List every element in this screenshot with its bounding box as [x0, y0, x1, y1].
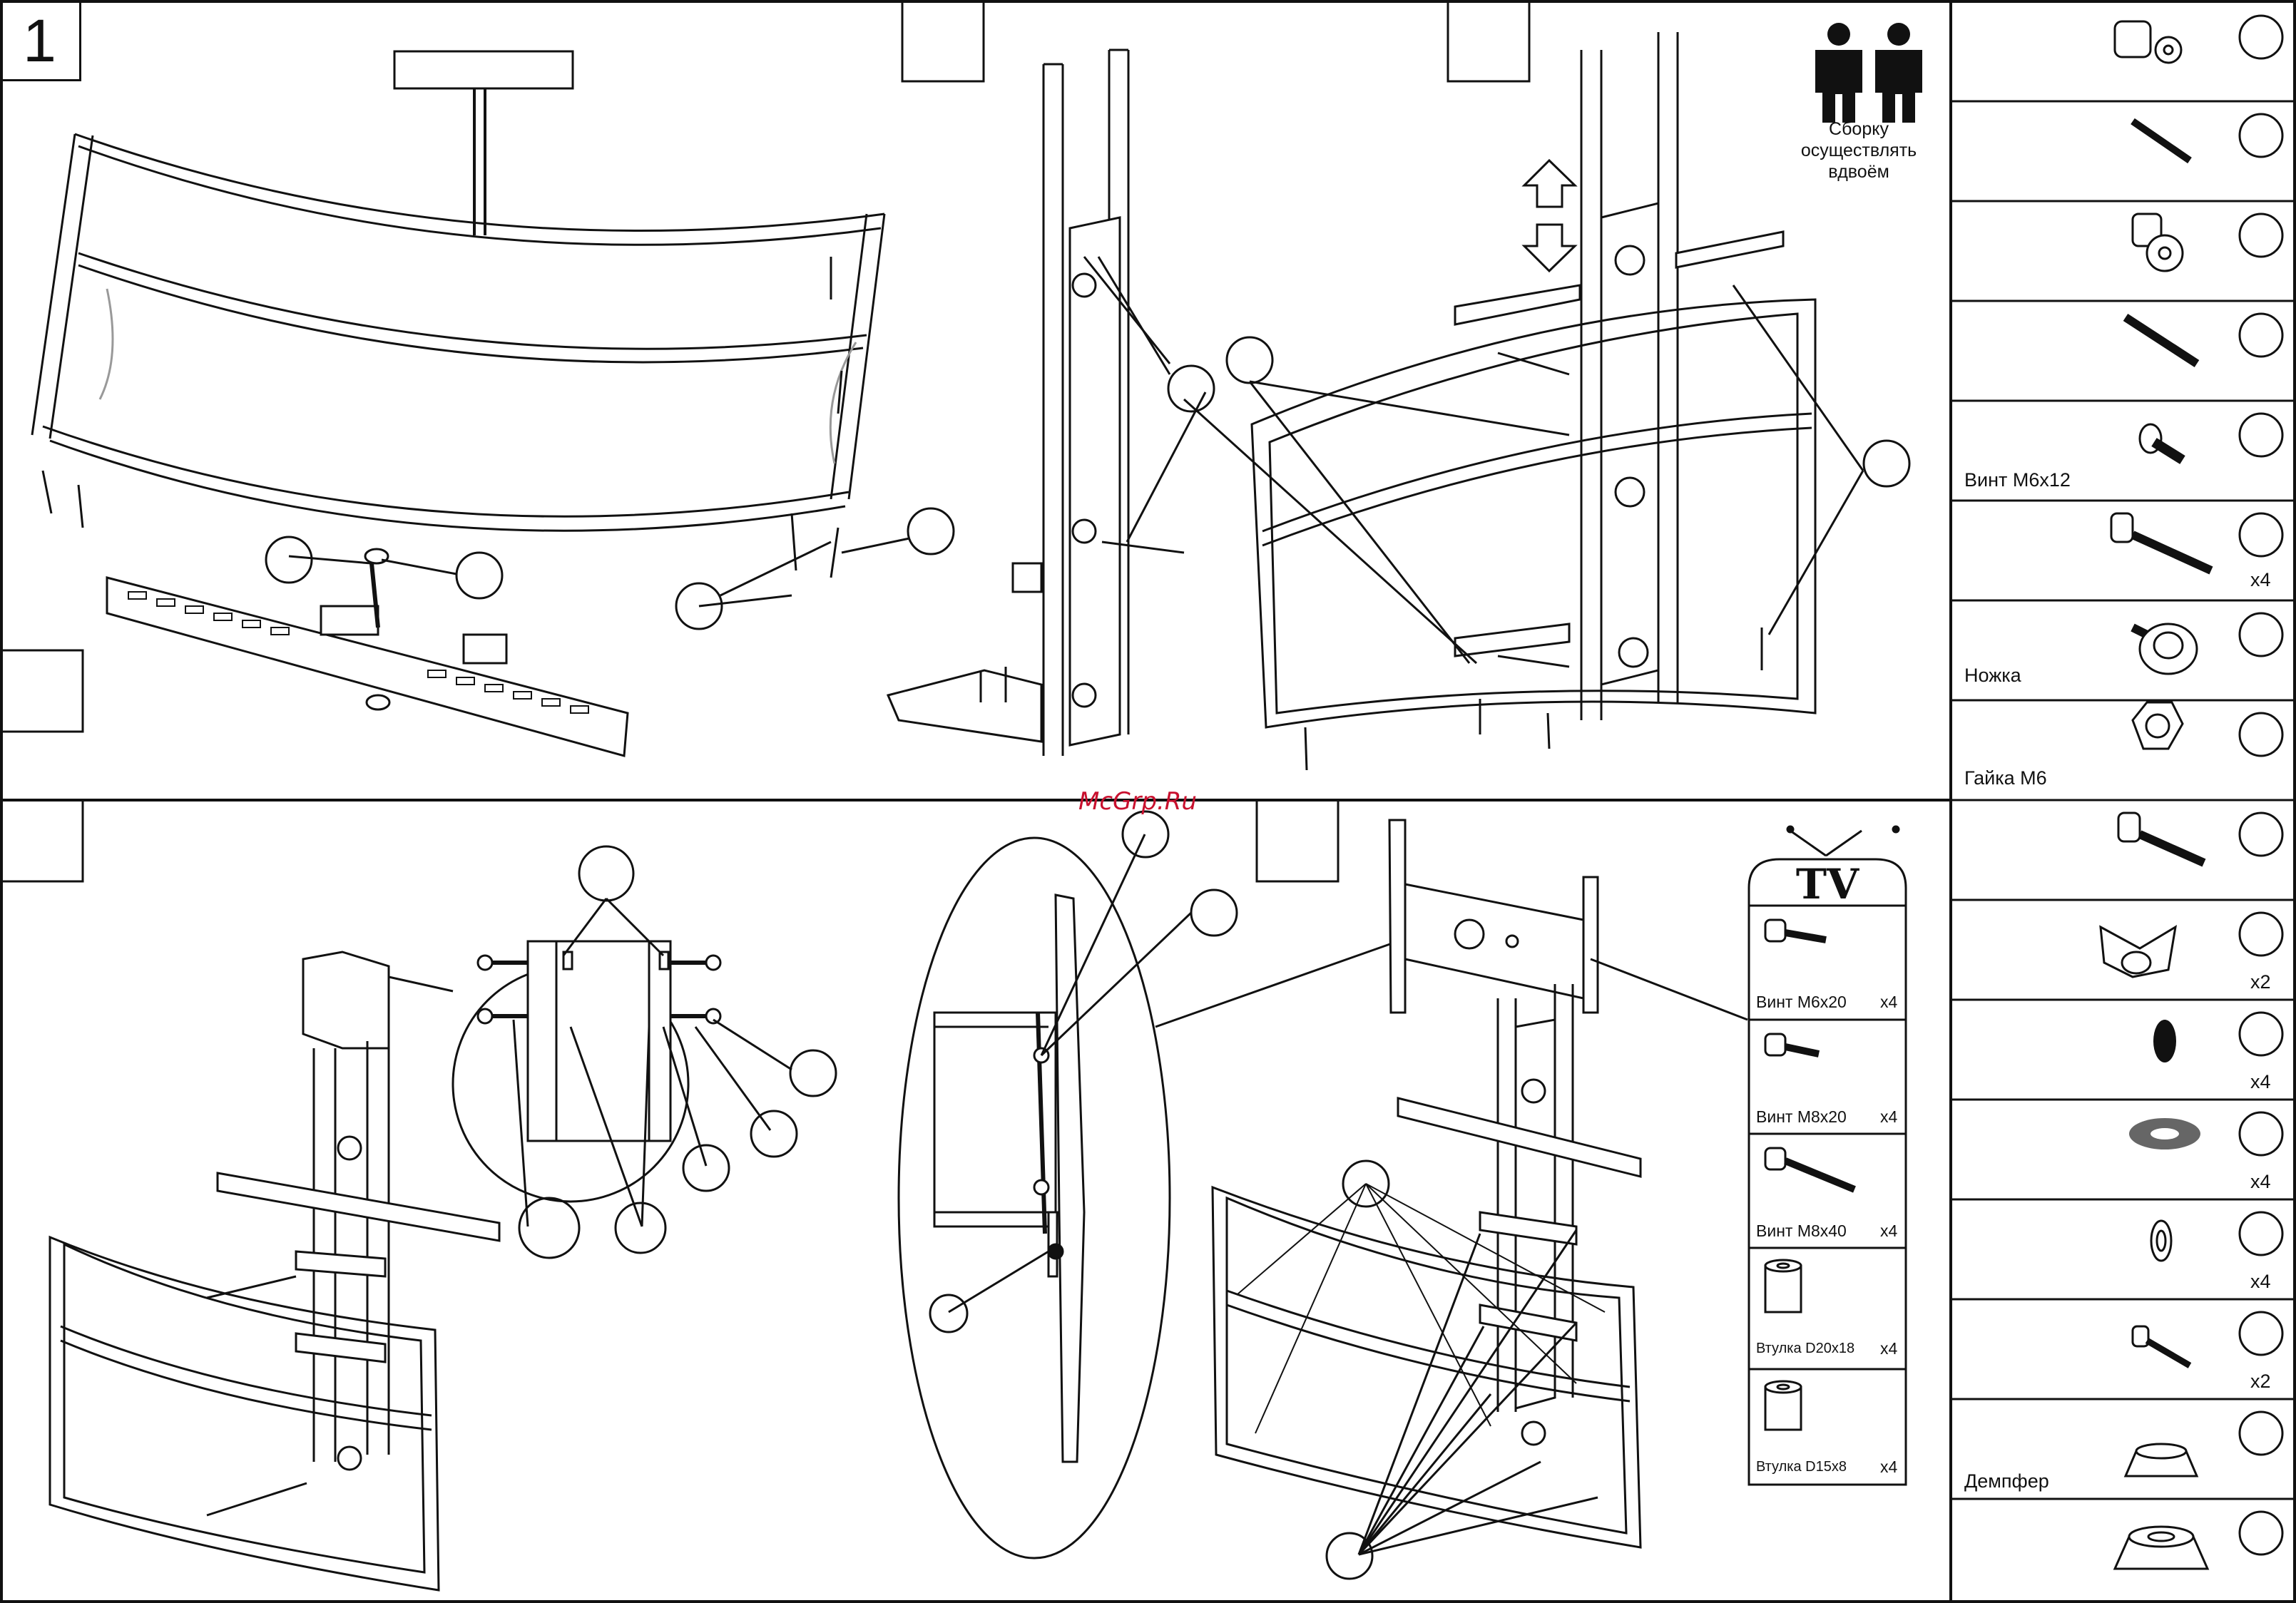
tv-item-label: Втулка D20x18: [1756, 1341, 1854, 1357]
panel5-side-view: [899, 834, 1398, 1558]
part-qty-black-ring: x4: [2250, 1071, 2271, 1093]
callout-p4-f: [616, 1203, 665, 1253]
cap-nut-icon: [2115, 21, 2181, 63]
tv-kit-title: TV: [1749, 863, 1906, 906]
callout-p1-b: [456, 553, 502, 598]
long-bolt-icon-2: [2118, 813, 2204, 863]
panel4-assembly: [50, 952, 499, 1590]
part-label-screw-m6x12: Винт М6х12: [1964, 469, 2071, 491]
callout-p2-b: [1227, 337, 1272, 383]
adjust-height-arrows: [1524, 160, 1575, 271]
assembly-note-line3: вдвоём: [1773, 161, 1944, 183]
tv-item-qty: x4: [1880, 993, 1897, 1012]
part-qty-long-bolt: x4: [2250, 569, 2271, 591]
step-box-5: [1, 800, 83, 881]
tv-item-label: Втулка D15x8: [1756, 1459, 1847, 1475]
hex-nut-icon: [2133, 702, 2183, 749]
parts-column-grid: [1951, 101, 2295, 1499]
callout-p4-a: [579, 846, 633, 901]
callout-p5-a: [1123, 811, 1168, 857]
callout-p1-a: [266, 537, 312, 583]
panel6-assembly: [1213, 820, 1641, 1547]
tv-item-label: Винт М8х40: [1756, 1222, 1847, 1241]
small-bolt-icon: [2133, 1326, 2190, 1366]
spring-washer-icon: [2151, 1221, 2171, 1261]
large-damper-icon: [2115, 1527, 2208, 1569]
tv-item-qty: x4: [1880, 1222, 1897, 1241]
assembly-note-line2: осуществлять: [1773, 140, 1944, 161]
tv-item-qty: x4: [1880, 1107, 1897, 1127]
part-label-damper: Демпфер: [1964, 1470, 2049, 1492]
black-ring-icon: [2153, 1020, 2176, 1062]
callout-p3-a: [1864, 441, 1909, 486]
tv-item-qty: x4: [1880, 1339, 1897, 1358]
damper-icon: [2126, 1444, 2197, 1476]
callout-p4-d: [683, 1145, 729, 1191]
tv-item-label: Винт М6х20: [1756, 993, 1847, 1012]
callout-p5-b: [1191, 890, 1237, 936]
part-label-nut-m6: Гайка М6: [1964, 767, 2047, 789]
step-box-4: [1, 650, 83, 732]
assembly-note: Сборку осуществлять вдвоём: [1773, 118, 1944, 183]
cap-nut-icon-2: [2133, 214, 2183, 271]
tv-kit-box: [1591, 826, 1906, 1485]
step-box-2: [902, 1, 984, 81]
rod-icon: [2133, 121, 2190, 160]
panel2-column: [888, 50, 1205, 756]
callout-p1-d: [908, 508, 954, 554]
step-box-6: [1257, 800, 1338, 881]
callout-p4-e: [519, 1198, 579, 1258]
step-box-3: [1448, 1, 1529, 81]
parts-row-markers: [2240, 16, 2282, 1555]
tv-item-label: Винт М8х20: [1756, 1107, 1847, 1127]
panel4-zoom: [453, 898, 792, 1226]
part-qty-wing-nut: x2: [2250, 971, 2271, 993]
callout-p4-b: [790, 1050, 836, 1096]
callout-p6-b: [1327, 1533, 1372, 1579]
callout-p4-c: [751, 1111, 797, 1157]
part-qty-small-bolt: x2: [2250, 1371, 2271, 1393]
two-people-icon: [1815, 23, 1922, 123]
panel1-frame: [32, 51, 884, 756]
assembly-note-line1: Сборку: [1773, 118, 1944, 140]
step-number: 1: [0, 0, 81, 81]
long-bolt-icon: [2111, 513, 2211, 570]
long-rod-icon: [2126, 317, 2197, 364]
wing-nut-icon: [2101, 927, 2175, 977]
part-label-foot: Ножка: [1964, 665, 2021, 687]
foot-icon: [2133, 624, 2197, 674]
panel3-assembly: [1184, 32, 1863, 770]
watermark: McGrp.Ru: [1078, 787, 1197, 816]
part-qty-spring-washer: x4: [2250, 1271, 2271, 1293]
part-qty-grey-washer: x4: [2250, 1171, 2271, 1193]
pan-screw-icon: [2140, 424, 2183, 460]
tv-item-qty: x4: [1880, 1458, 1897, 1477]
